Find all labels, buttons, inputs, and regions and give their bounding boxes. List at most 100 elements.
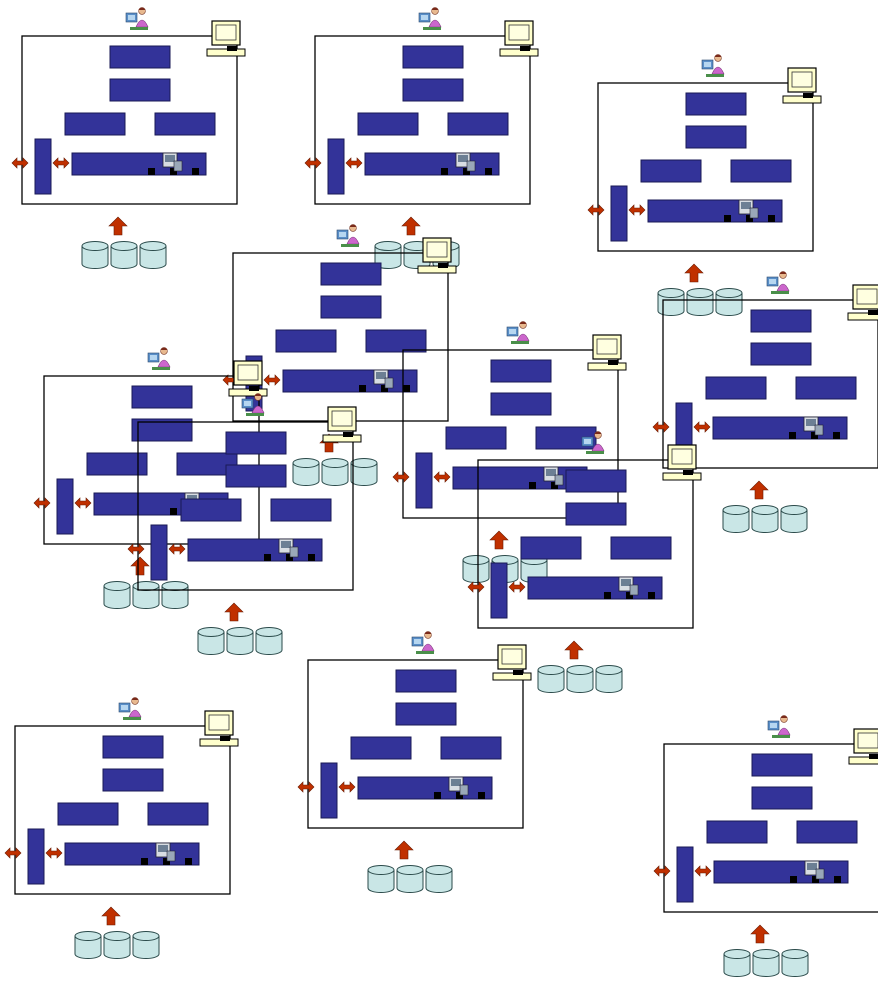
database-icon: [161, 581, 189, 609]
bidirectional-arrow-icon: [338, 781, 356, 793]
user-icon: [241, 393, 265, 416]
port-square: [604, 592, 611, 599]
up-arrow-icon: [108, 216, 128, 236]
port-square: [148, 168, 155, 175]
unit-frame: [477, 459, 694, 629]
unit-frame: [21, 35, 238, 205]
bidirectional-arrow-icon: [74, 497, 92, 509]
computer-icon: [417, 237, 457, 274]
computer-icon: [499, 20, 539, 57]
port-square: [192, 168, 199, 175]
server-icon: [803, 416, 824, 436]
up-arrow-icon: [684, 263, 704, 283]
bidirectional-arrow-icon: [263, 374, 281, 386]
component-block: [131, 385, 193, 409]
port-square: [812, 876, 819, 883]
component-block: [565, 502, 627, 526]
unit-frame: [663, 743, 878, 913]
server-icon: [738, 199, 759, 219]
component-block: [365, 329, 427, 353]
database-icon: [255, 627, 283, 655]
port-square: [790, 876, 797, 883]
database-icon: [367, 865, 395, 893]
service-bar: [713, 860, 849, 884]
system-unit: [4, 697, 239, 959]
port-square: [789, 432, 796, 439]
component-block: [180, 498, 242, 522]
interface-bar: [27, 828, 45, 885]
port-square: [286, 554, 293, 561]
component-block: [109, 45, 171, 69]
component-block: [102, 768, 164, 792]
interface-bar: [320, 762, 338, 819]
port-square: [626, 592, 633, 599]
database-stack: [197, 627, 283, 655]
server-icon: [155, 842, 176, 862]
component-block: [350, 736, 412, 760]
server-icon: [804, 860, 825, 880]
component-block: [705, 376, 767, 400]
unit-frame: [307, 659, 524, 829]
bidirectional-arrow-icon: [4, 847, 22, 859]
up-arrow-icon: [101, 906, 121, 926]
interface-bar: [676, 846, 694, 903]
system-unit: [297, 631, 532, 893]
up-arrow-icon: [749, 480, 769, 500]
port-square: [441, 168, 448, 175]
port-square: [833, 432, 840, 439]
component-block: [565, 469, 627, 493]
system-unit: [652, 271, 878, 533]
database-icon: [425, 865, 453, 893]
database-icon: [74, 931, 102, 959]
computer-icon: [492, 644, 532, 681]
database-icon: [462, 555, 490, 583]
database-icon: [81, 241, 109, 269]
user-icon: [701, 54, 725, 77]
port-square: [434, 792, 441, 799]
port-square: [359, 385, 366, 392]
bidirectional-arrow-icon: [694, 865, 712, 877]
component-block: [86, 452, 148, 476]
bidirectional-arrow-icon: [587, 204, 605, 216]
component-block: [225, 431, 287, 455]
up-arrow-icon: [564, 640, 584, 660]
service-bar: [282, 369, 418, 393]
component-block: [751, 786, 813, 810]
up-arrow-icon: [489, 530, 509, 550]
unit-frame: [137, 421, 354, 591]
system-unit: [127, 393, 362, 655]
port-square: [834, 876, 841, 883]
component-block: [320, 262, 382, 286]
unit-frame: [402, 349, 619, 519]
unit-frame: [662, 299, 878, 469]
component-block: [490, 392, 552, 416]
interface-bar: [327, 138, 345, 195]
database-icon: [197, 627, 225, 655]
server-icon: [278, 538, 299, 558]
port-square: [381, 385, 388, 392]
component-block: [147, 802, 209, 826]
user-icon: [336, 224, 360, 247]
bidirectional-arrow-icon: [11, 157, 29, 169]
computer-icon: [228, 360, 268, 397]
bidirectional-arrow-icon: [628, 204, 646, 216]
up-arrow-icon: [750, 924, 770, 944]
user-icon: [581, 431, 605, 454]
user-icon: [147, 347, 171, 370]
service-bar: [712, 416, 848, 440]
component-block: [490, 359, 552, 383]
user-icon: [125, 7, 149, 30]
database-stack: [103, 581, 189, 609]
service-bar: [364, 152, 500, 176]
system-unit: [587, 54, 822, 316]
component-block: [225, 464, 287, 488]
bidirectional-arrow-icon: [652, 421, 670, 433]
component-block: [640, 159, 702, 183]
port-square: [308, 554, 315, 561]
component-block: [154, 112, 216, 136]
database-stack: [722, 505, 808, 533]
service-bar: [64, 842, 200, 866]
component-block: [440, 736, 502, 760]
database-icon: [657, 288, 685, 316]
computer-icon: [848, 728, 878, 765]
